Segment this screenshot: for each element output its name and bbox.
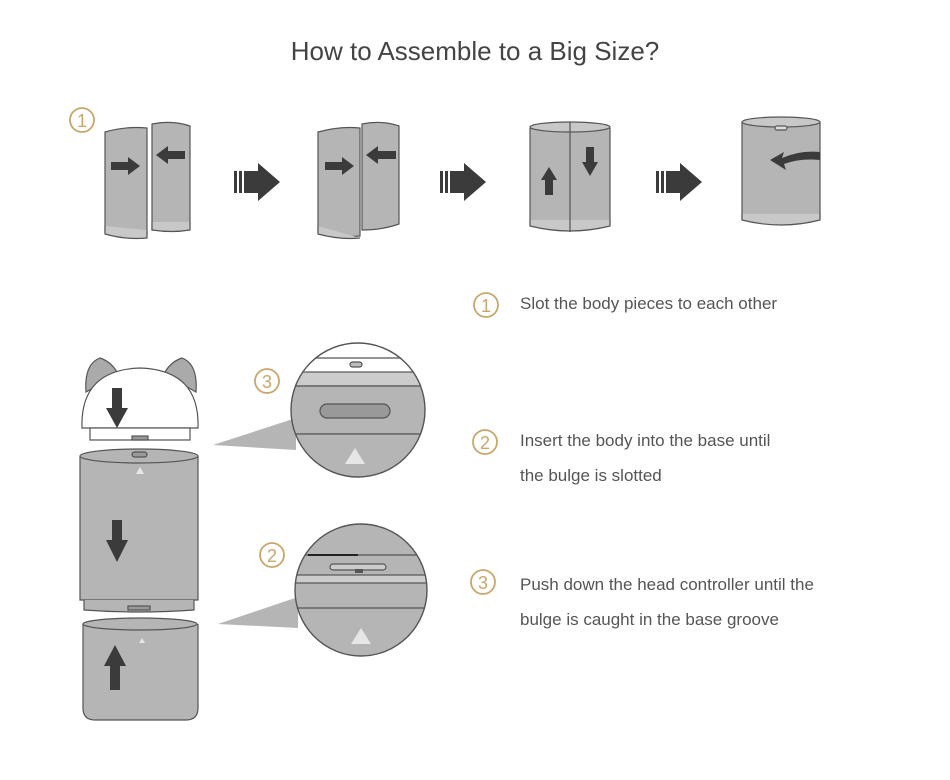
svg-text:3: 3 [478,573,488,593]
next-arrow-icon [440,163,486,201]
svg-text:1: 1 [77,111,87,131]
zoom-detail-head-groove [213,342,426,478]
instruction-3: 3 Push down the head controller until th… [470,569,814,629]
body-complete [741,116,821,226]
svg-text:Slot the body pieces to each o: Slot the body pieces to each other [520,294,777,313]
instruction-1: 1 Slot the body pieces to each other [473,292,777,318]
step-number-3: 3 [254,368,280,394]
body-slotting [529,121,611,232]
svg-text:2: 2 [480,433,490,453]
cylinder-body [79,448,199,613]
base [82,617,199,721]
step-number-1: 1 [69,107,95,133]
next-arrow-icon [656,163,702,201]
zoom-detail-base-groove [218,523,428,657]
svg-text:bulge is caught in the base gr: bulge is caught in the base groove [520,610,779,629]
head-controller [81,357,199,441]
page-title: How to Assemble to a Big Size? [291,36,660,66]
svg-text:Push down the head controller: Push down the head controller until the [520,575,814,594]
body-halves-joining [317,121,400,240]
instruction-2: 2 Insert the body into the base until th… [472,429,770,485]
svg-text:the bulge is slotted: the bulge is slotted [520,466,662,485]
svg-text:Insert the body into the base: Insert the body into the base until [520,431,770,450]
svg-text:1: 1 [481,296,491,316]
svg-text:3: 3 [262,372,272,392]
body-halves-separated [104,121,191,240]
step-number-2: 2 [259,542,285,568]
next-arrow-icon [234,163,280,201]
svg-text:2: 2 [267,546,277,566]
